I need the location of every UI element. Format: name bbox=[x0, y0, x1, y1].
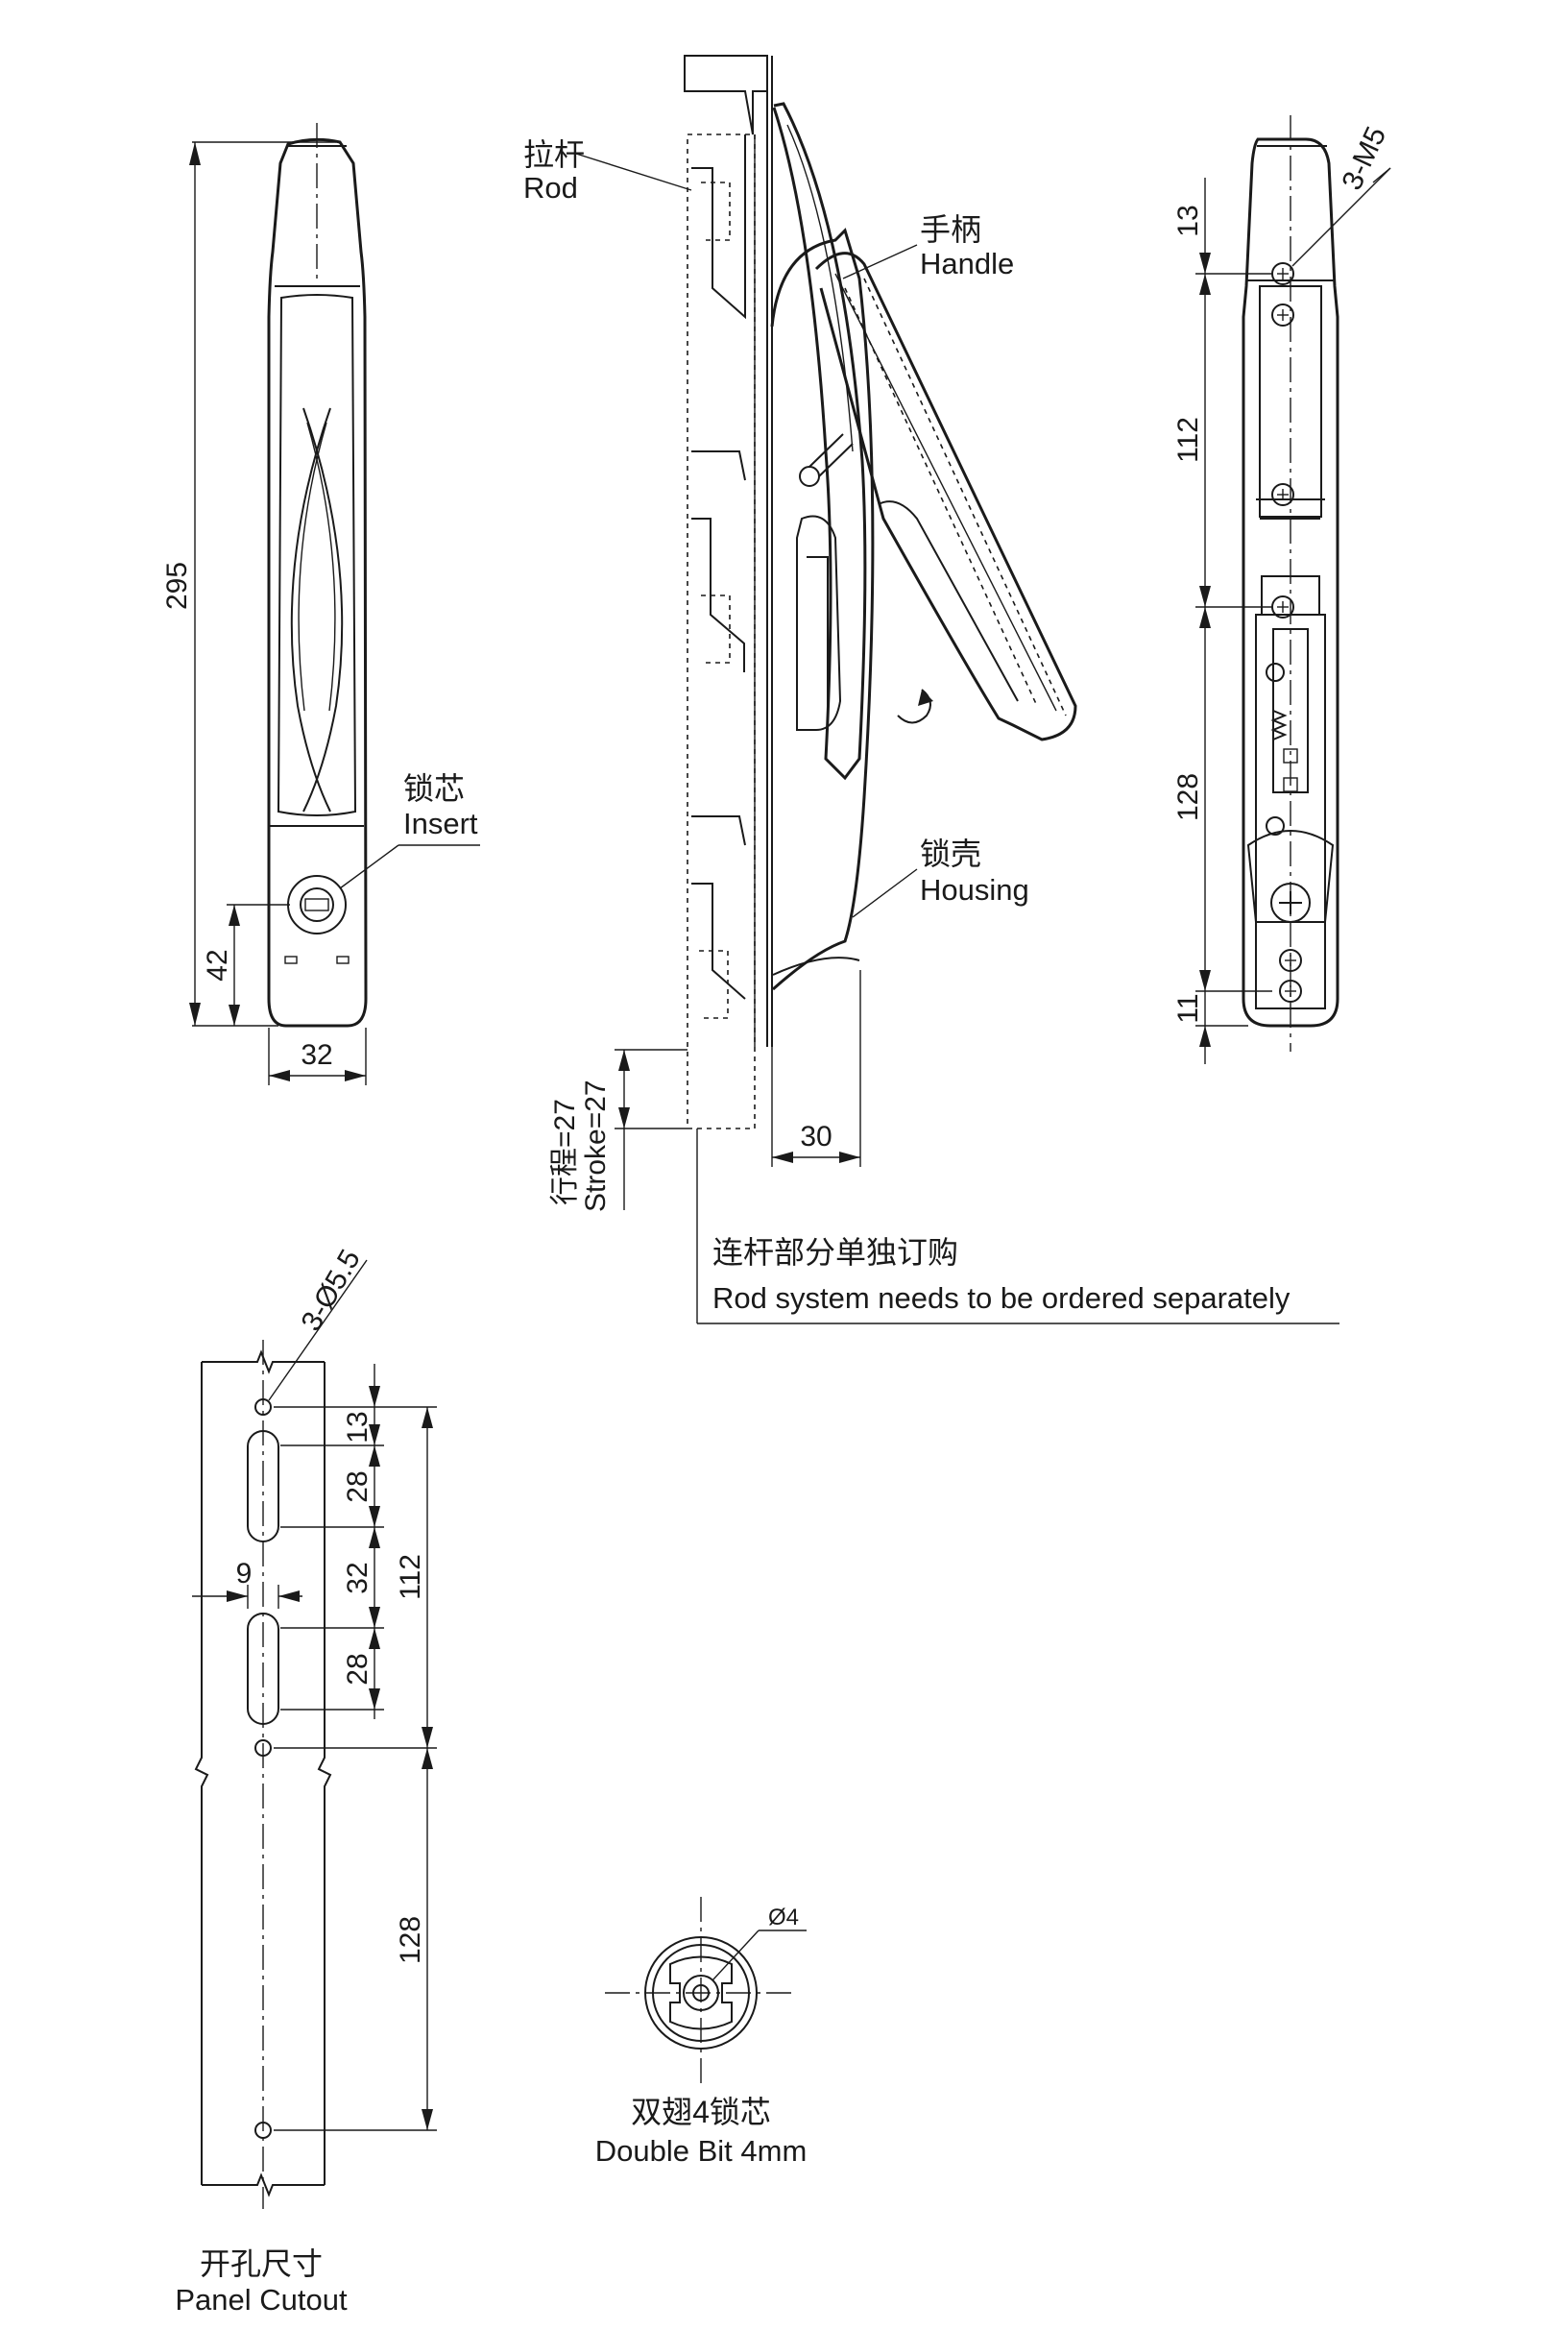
front-insert bbox=[287, 875, 347, 934]
cutout-hole-bottom bbox=[254, 2122, 272, 2139]
insert-detail: Ø4 双翅4锁芯 Double Bit 4mm bbox=[595, 1897, 808, 2168]
front-handle-outline bbox=[267, 137, 368, 1028]
insert-dia-label: Ø4 bbox=[768, 1905, 799, 1930]
cutout-slot-upper bbox=[247, 1430, 279, 1542]
cutout-hole-top bbox=[254, 1398, 272, 1416]
stroke-en: Stroke=27 bbox=[580, 1080, 612, 1212]
cutout-dim-32: 32 bbox=[342, 1562, 374, 1593]
cutout-label-en: Panel Cutout bbox=[175, 2283, 348, 2317]
insert-label-cn: 锁芯 bbox=[403, 771, 465, 806]
note-en: Rod system needs to be ordered separatel… bbox=[712, 1281, 1291, 1315]
cutout-hole-mid bbox=[254, 1739, 272, 1757]
rod-label-cn: 拉杆 bbox=[523, 137, 585, 172]
screw-label: 3-M5 bbox=[1336, 122, 1392, 195]
cutout-hole-label: 3-Ø5.5 bbox=[295, 1245, 366, 1337]
cutout-slot-lower bbox=[247, 1613, 279, 1725]
dim-back-bottom: 11 bbox=[1172, 993, 1204, 1023]
cutout-dim-13: 13 bbox=[342, 1411, 374, 1443]
handle-label-cn: 手柄 bbox=[920, 212, 981, 247]
cutout-dim-112: 112 bbox=[395, 1554, 426, 1600]
insert-detail-label-cn: 双翅4锁芯 bbox=[631, 2095, 771, 2129]
cutout-dim-9: 9 bbox=[236, 1558, 253, 1590]
stroke-cn: 行程=27 bbox=[549, 1099, 581, 1205]
back-view: 3-M5 13 112 128 11 bbox=[1172, 115, 1392, 1064]
dim-back-upper: 112 bbox=[1172, 417, 1204, 463]
dim-height: 295 bbox=[161, 562, 193, 610]
dim-insert-offset: 42 bbox=[202, 949, 233, 981]
cutout-dim-28a: 28 bbox=[342, 1470, 374, 1502]
back-outline bbox=[1242, 137, 1339, 1028]
insert-outer-ring bbox=[644, 1936, 758, 2050]
cutout-dim-128: 128 bbox=[395, 1916, 426, 1964]
housing-label-cn: 锁壳 bbox=[920, 837, 981, 871]
dim-depth: 30 bbox=[800, 1121, 832, 1153]
screw-2 bbox=[1271, 303, 1294, 327]
note-cn: 连杆部分单独订购 bbox=[712, 1235, 958, 1270]
panel-cutout: 3-Ø5.5 13 28 32 28 112 128 bbox=[175, 1245, 437, 2317]
side-housing bbox=[770, 228, 875, 991]
cutout-label-cn: 开孔尺寸 bbox=[200, 2246, 323, 2281]
cutout-dim-28b: 28 bbox=[342, 1653, 374, 1685]
rod-label-en: Rod bbox=[523, 171, 578, 205]
handle-label-en: Handle bbox=[920, 247, 1014, 280]
dim-width: 32 bbox=[301, 1039, 332, 1071]
front-view: 295 锁芯 Insert 42 bbox=[161, 123, 480, 1085]
side-handle-open bbox=[814, 252, 1077, 741]
dim-back-lower: 128 bbox=[1172, 773, 1204, 821]
side-handle-closed bbox=[772, 102, 867, 781]
dim-back-top: 13 bbox=[1172, 205, 1204, 236]
insert-detail-label-en: Double Bit 4mm bbox=[595, 2134, 808, 2168]
housing-label-en: Housing bbox=[920, 873, 1029, 907]
insert-label-en: Insert bbox=[403, 807, 478, 840]
side-view: 拉杆 Rod 手柄 Handle 锁壳 Housing 行程=27 Stroke… bbox=[523, 55, 1339, 1324]
